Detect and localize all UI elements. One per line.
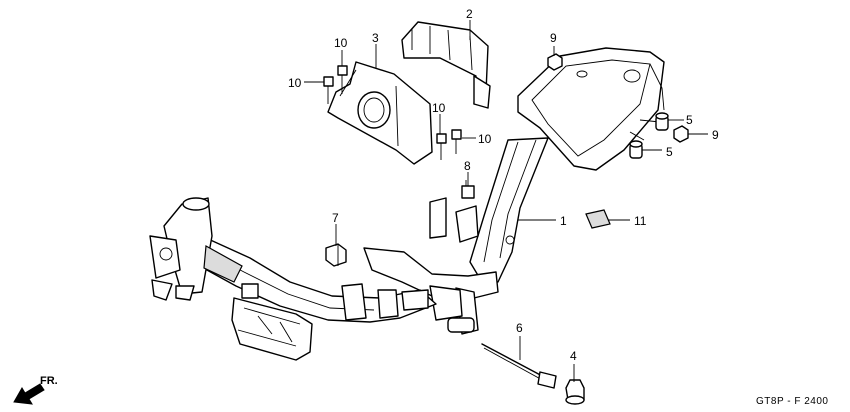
leader-lines xyxy=(304,20,708,382)
part-1-frame xyxy=(149,47,665,361)
part-9-nut-a xyxy=(547,53,563,71)
part-9-nut-b xyxy=(673,125,689,143)
part-4-cap xyxy=(565,379,585,405)
callout-10a: 10 xyxy=(334,36,348,50)
callout-1: 1 xyxy=(560,214,567,228)
callouts: 1 2 3 4 5 5 6 7 8 9 9 10 10 10 10 11 xyxy=(288,7,719,363)
part-6-bolt xyxy=(481,343,557,389)
part-11-pad xyxy=(585,209,611,229)
part-10-bolt-d xyxy=(451,129,462,154)
part-3-cover xyxy=(327,61,433,165)
callout-10b: 10 xyxy=(288,76,302,90)
diagram-code: GT8P - F 2400 xyxy=(756,396,828,407)
callout-5a: 5 xyxy=(686,113,693,127)
callout-2: 2 xyxy=(466,7,473,21)
callout-8: 8 xyxy=(464,159,471,173)
callout-6: 6 xyxy=(516,321,523,335)
callout-9b: 9 xyxy=(712,128,719,142)
part-5-rubber-a xyxy=(655,112,669,131)
callout-4: 4 xyxy=(570,349,577,363)
callout-10c: 10 xyxy=(432,101,446,115)
callout-11: 11 xyxy=(634,214,647,228)
front-direction-arrow-icon xyxy=(13,383,45,405)
part-10-bolt-b xyxy=(323,76,334,104)
part-10-bolt-a xyxy=(337,65,348,94)
callout-3: 3 xyxy=(372,31,379,45)
part-2-bracket xyxy=(401,21,491,109)
part-7-nut xyxy=(325,243,347,267)
callout-9a: 9 xyxy=(550,31,557,45)
part-5-rubber-b xyxy=(629,140,643,159)
callout-5b: 5 xyxy=(666,145,673,159)
part-10-bolt-c xyxy=(436,133,447,160)
part-8-clip xyxy=(461,180,475,199)
callout-7: 7 xyxy=(332,211,339,225)
direction-label: FR. xyxy=(40,375,58,387)
callout-10d: 10 xyxy=(478,132,492,146)
